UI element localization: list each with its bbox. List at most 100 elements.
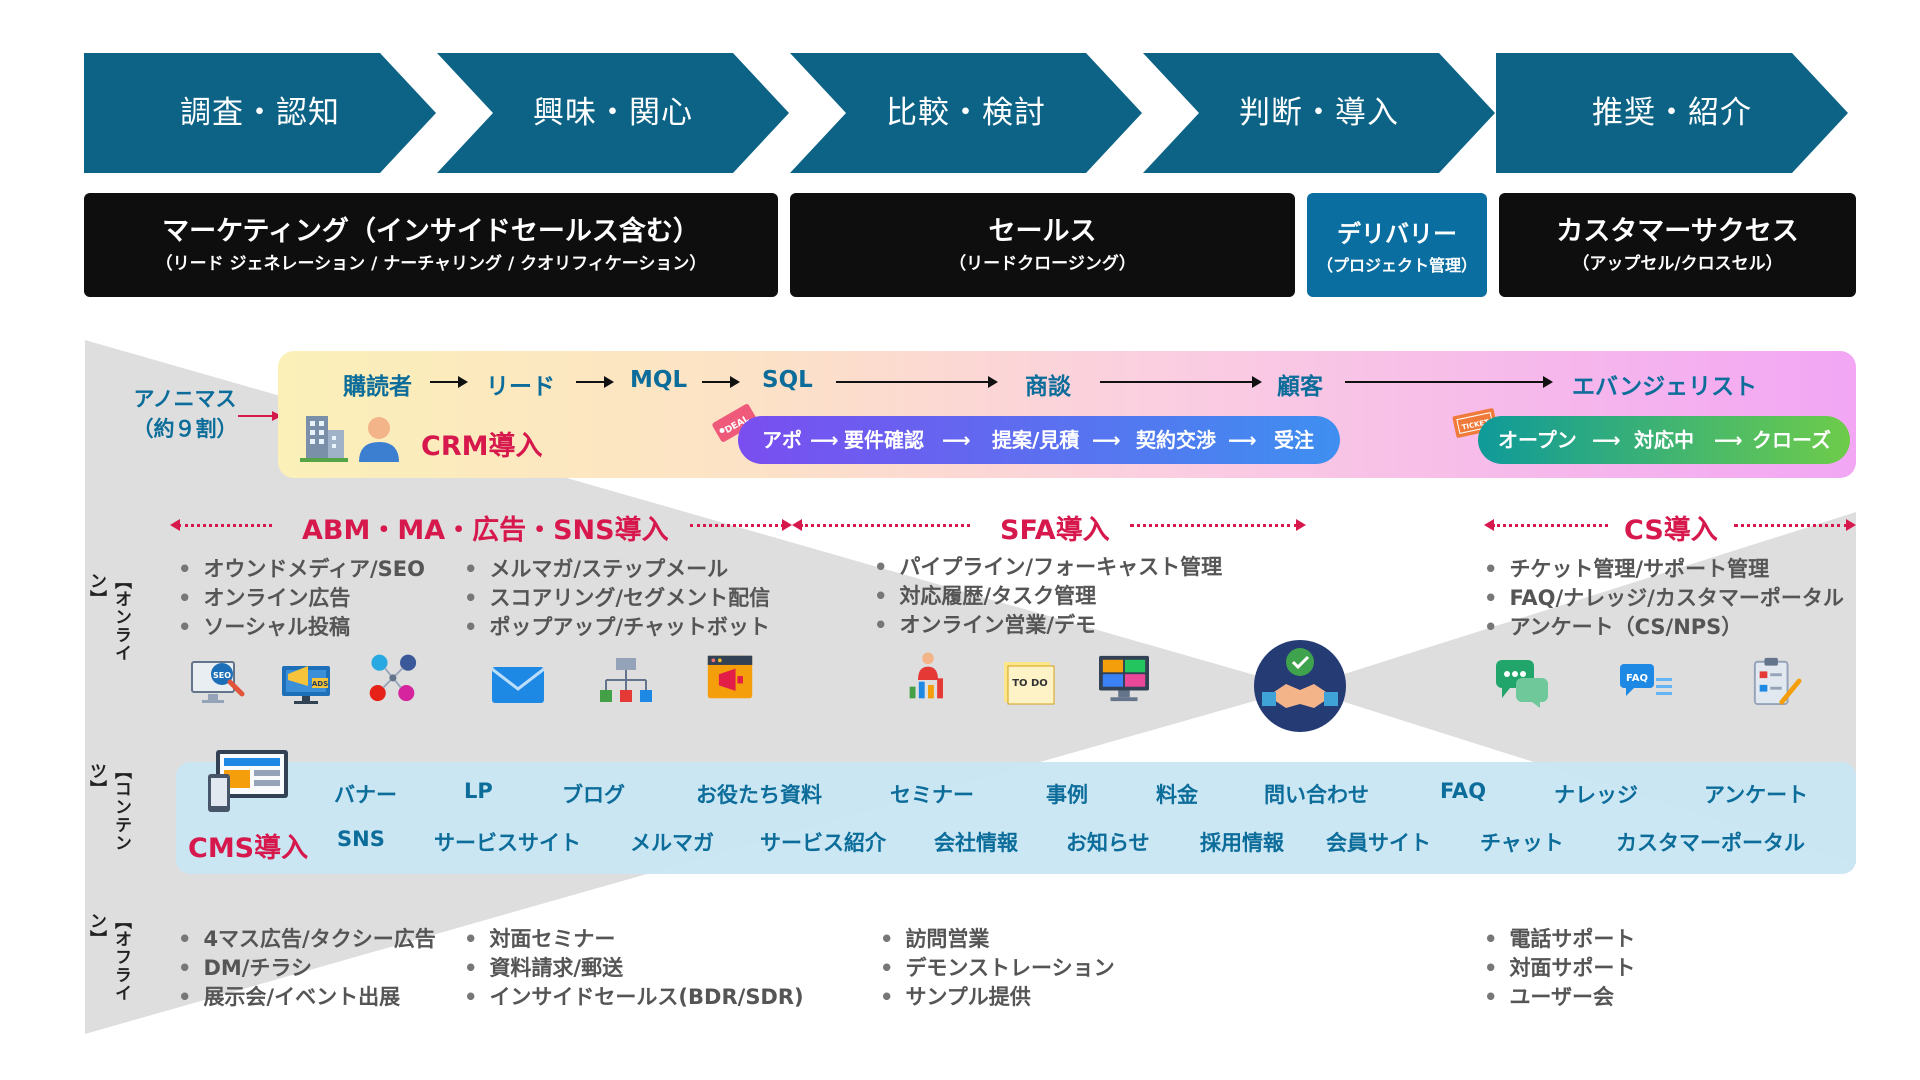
flow-arrow-1: [430, 376, 468, 388]
list-item: 対面サポート: [1484, 954, 1635, 983]
faq-icon-text: FAQ: [1626, 673, 1648, 684]
cs-step-1: オープン: [1498, 428, 1577, 452]
todo-icon-text: TO DO: [1012, 678, 1048, 689]
flow-sql: SQL: [762, 367, 813, 393]
cms-item: ブログ: [562, 783, 625, 807]
stage-label-4: 判断・導入: [1239, 95, 1399, 131]
cms-item: お役たち資料: [696, 783, 822, 807]
stage-chevron-5: [1496, 53, 1848, 173]
cs-arrow-right: [1734, 519, 1856, 531]
phase-delivery: デリバリー （プロジェクト管理）: [1307, 193, 1487, 297]
stage-chevron-4: [1143, 53, 1495, 173]
cms-item: 会員サイト: [1326, 831, 1431, 855]
stage-chevron-3: [790, 53, 1142, 173]
cs-step-2: 対応中: [1634, 428, 1694, 452]
anonymous-arrowhead: [272, 411, 282, 421]
stage-chevron-1: [84, 53, 436, 173]
cms-item: 料金: [1156, 783, 1198, 807]
list-item: オンライン営業/デモ: [874, 611, 1222, 640]
offline-list-4: 電話サポート 対面サポート ユーザー会: [1484, 925, 1635, 1012]
list-item: アンケート（CS/NPS）: [1484, 613, 1844, 642]
stage-label-2: 興味・関心: [533, 95, 693, 131]
cms-item: サービスサイト: [434, 831, 581, 855]
list-item: メルマガ/ステップメール: [464, 555, 770, 584]
flow-evangelist: エバンジェリスト: [1572, 374, 1758, 400]
cms-item: バナー: [334, 783, 397, 807]
anonymous-label: アノニマス （約９割）: [110, 384, 260, 444]
cs-steps-pill: オープン ⟶ 対応中 ⟶ クローズ: [1478, 416, 1850, 464]
list-item: 4マス広告/タクシー広告: [178, 925, 435, 954]
phase-cs-title: カスタマーサクセス: [1556, 216, 1799, 247]
phase-marketing-sub: （リード ジェネレーション / ナーチャリング / クオリフィケーション）: [155, 254, 707, 274]
list-item: 訪問営業: [880, 925, 1115, 954]
online-list-4: チケット管理/サポート管理 FAQ/ナレッジ/カスタマーポータル アンケート（C…: [1484, 555, 1844, 642]
cs-step-arrow-2: ⟶: [1714, 428, 1743, 452]
list-item: ユーザー会: [1484, 983, 1635, 1012]
cms-item: LP: [464, 779, 493, 803]
sales-step-arrow-4: ⟶: [1228, 428, 1257, 452]
stage-chevron-2: [437, 53, 789, 173]
list-item: 対面セミナー: [464, 925, 804, 954]
seo-icon-text: SEO: [213, 671, 231, 680]
presenter-chart-icon: [909, 652, 943, 699]
flow-arrow-3: [702, 376, 740, 388]
person-icon: [359, 417, 399, 462]
cs-arrow-left: [1484, 519, 1608, 531]
ads-icon: ADS: [282, 666, 330, 704]
list-item: 電話サポート: [1484, 925, 1635, 954]
list-item: 対応履歴/タスク管理: [874, 582, 1222, 611]
offline-list-1: 4マス広告/タクシー広告 DM/チラシ 展示会/イベント出展: [178, 925, 436, 1012]
cms-screen-icon: [208, 750, 288, 812]
cms-item: 事例: [1046, 783, 1088, 807]
list-item: チケット管理/サポート管理: [1484, 555, 1844, 584]
sfa-title: SFA導入: [1000, 515, 1110, 546]
cs-step-arrow-1: ⟶: [1592, 428, 1621, 452]
flow-customer: 顧客: [1277, 374, 1323, 400]
cms-item: セミナー: [890, 783, 974, 807]
sales-step-arrow-3: ⟶: [1092, 428, 1121, 452]
cms-item: FAQ: [1440, 779, 1487, 803]
list-item: 資料請求/郵送: [464, 954, 804, 983]
cms-item: アンケート: [1704, 783, 1809, 807]
list-item: サンプル提供: [880, 983, 1115, 1012]
list-item: ポップアップ/チャットボット: [464, 613, 770, 642]
phase-delivery-title: デリバリー: [1337, 220, 1457, 248]
social-media-icon: [369, 654, 417, 702]
list-item: ソーシャル投稿: [178, 613, 425, 642]
anonymous-line1: アノニマス: [133, 387, 237, 411]
list-item: オンライン広告: [178, 584, 425, 613]
sales-step-1: アポ: [762, 428, 802, 452]
sfa-arrow-right: [1130, 519, 1306, 531]
offline-side-label: 【オフライン】: [86, 912, 131, 1002]
online-list-1: オウンドメディア/SEO オンライン広告 ソーシャル投稿: [178, 555, 425, 642]
cms-item: カスタマーポータル: [1616, 831, 1805, 855]
faq-icon: FAQ: [1620, 664, 1672, 696]
list-item: パイプライン/フォーキャスト管理: [874, 553, 1222, 582]
todo-icon: TO DO: [1004, 662, 1055, 705]
stage-label-1: 調査・認知: [180, 95, 340, 131]
phase-sales-title: セールス: [988, 216, 1097, 247]
cms-item: メルマガ: [630, 831, 714, 855]
list-item: 展示会/イベント出展: [178, 983, 436, 1012]
cs-step-3: クローズ: [1752, 428, 1831, 452]
phase-marketing-title: マーケティング（インサイドセールス含む）: [162, 216, 700, 247]
online-list-3: パイプライン/フォーキャスト管理 対応履歴/タスク管理 オンライン営業/デモ: [874, 553, 1222, 640]
cms-item: SNS: [337, 827, 385, 851]
online-list-2: メルマガ/ステップメール スコアリング/セグメント配信 ポップアップ/チャットボ…: [464, 555, 770, 642]
abm-title: ABM・MA・広告・SNS導入: [302, 515, 669, 546]
cms-item: サービス紹介: [760, 831, 886, 855]
flow-arrow-5: [1100, 376, 1262, 388]
cms-band: [176, 762, 1856, 874]
seo-icon: SEO: [191, 661, 245, 703]
sales-step-4: 契約交渉: [1136, 428, 1216, 452]
cms-item: 採用情報: [1200, 831, 1284, 855]
cms-item: 問い合わせ: [1264, 783, 1369, 807]
cms-item: ナレッジ: [1554, 783, 1638, 807]
contents-side-label: 【コンテンツ】: [86, 762, 131, 852]
flow-arrow-4: [836, 376, 998, 388]
sales-step-2: 要件確認: [844, 428, 924, 452]
list-item: FAQ/ナレッジ/カスタマーポータル: [1484, 584, 1843, 613]
building-icon: [300, 416, 348, 462]
sales-step-3: 提案/見積: [992, 428, 1080, 452]
flow-deal: 商談: [1025, 374, 1071, 400]
